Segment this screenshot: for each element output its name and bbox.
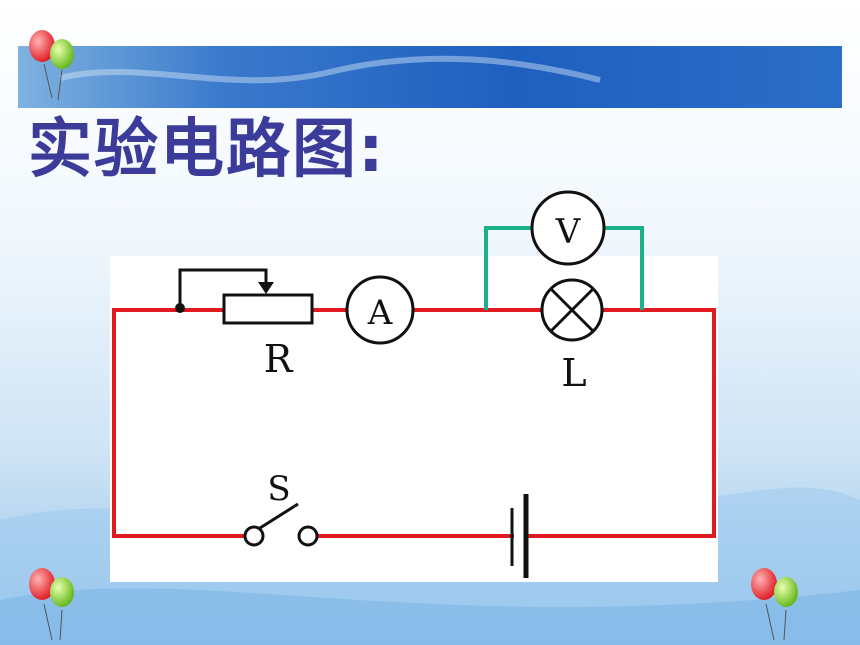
switch-label: S xyxy=(267,469,290,509)
lamp: L xyxy=(540,278,604,395)
switch: S xyxy=(243,469,319,547)
lamp-label: L xyxy=(561,351,586,395)
rheostat-label: R xyxy=(264,337,294,381)
battery xyxy=(510,494,529,578)
page-title: 实验电路图: xyxy=(28,113,386,187)
voltmeter: V xyxy=(530,190,606,266)
balloon-decoration-bottom-left xyxy=(29,568,74,641)
balloon-decoration-top-left xyxy=(29,30,74,101)
header-banner xyxy=(18,46,842,108)
main-circuit-wire xyxy=(112,308,716,538)
voltmeter-label: V xyxy=(555,212,582,252)
rheostat: R xyxy=(175,268,314,381)
ammeter-label: A xyxy=(367,293,393,333)
balloon-decoration-bottom-right xyxy=(751,568,798,641)
ammeter: A xyxy=(345,275,415,345)
voltmeter-wire xyxy=(484,226,644,310)
